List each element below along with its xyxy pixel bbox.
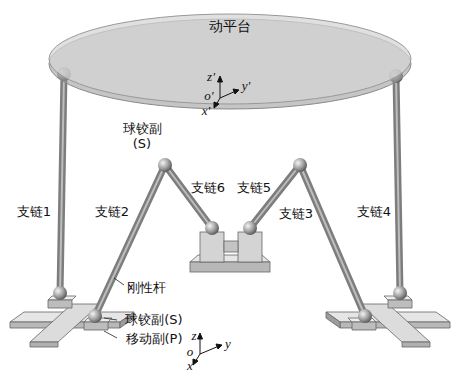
axis-label: y — [224, 337, 232, 352]
axis-label: y' — [241, 79, 252, 94]
rect-shape — [200, 232, 224, 262]
line-shape — [114, 278, 124, 285]
polygon-shape — [326, 312, 340, 328]
circle-shape — [293, 158, 307, 172]
circle-shape — [158, 158, 172, 172]
axis-label: x' — [201, 104, 212, 119]
polygon-shape — [216, 344, 222, 349]
chain-label: 支链3 — [278, 207, 314, 222]
line-shape — [200, 346, 219, 354]
right-base — [326, 296, 450, 347]
base-frame — [193, 333, 222, 365]
polygon-shape — [84, 322, 108, 330]
chain-label: 支链2 — [94, 205, 130, 220]
rect-shape — [238, 232, 262, 262]
circle-shape — [243, 221, 257, 235]
polygon-shape — [193, 359, 198, 365]
joint-label: 移动副(P) — [125, 332, 184, 347]
rect-shape — [190, 262, 270, 272]
line-shape — [104, 318, 117, 320]
line-shape — [165, 165, 212, 228]
polygon-shape — [30, 342, 58, 347]
line-shape — [165, 165, 212, 228]
axis-label: x — [186, 358, 194, 373]
joint-label: 球铰副(S) — [124, 313, 183, 328]
circle-shape — [393, 286, 407, 300]
rod-label: 刚性杆 — [126, 281, 167, 296]
circle-shape — [53, 286, 67, 300]
line-shape — [396, 76, 400, 293]
left-base — [10, 296, 134, 347]
moving-platform: 动平台 — [48, 13, 412, 113]
polygon-shape — [388, 300, 412, 308]
axis-label: o' — [203, 89, 214, 104]
platform-top — [49, 14, 411, 104]
chain-label: 支链6 — [190, 181, 226, 196]
polygon-shape — [198, 333, 203, 339]
polygon-shape — [48, 300, 72, 308]
circle-shape — [88, 309, 102, 323]
polygon-shape — [352, 322, 376, 330]
rigid-legs — [60, 74, 400, 316]
center-base — [190, 232, 270, 272]
platform-label: 动平台 — [209, 18, 251, 36]
line-shape — [60, 74, 64, 293]
leader-lines — [104, 278, 124, 338]
chain-label: 支链1 — [16, 205, 52, 220]
line-shape — [300, 165, 365, 316]
circle-shape — [358, 309, 372, 323]
rect-shape — [224, 241, 238, 252]
line-shape — [300, 165, 365, 316]
axis-label: z — [190, 329, 197, 344]
circle-shape — [205, 221, 219, 235]
line-shape — [396, 76, 400, 293]
line-shape — [60, 74, 64, 293]
line-shape — [104, 331, 117, 338]
joint-label: 球铰副 (S) — [118, 122, 166, 152]
axis-label: z' — [206, 70, 216, 85]
chain-label: 支链5 — [236, 181, 272, 196]
chain-label: 支链4 — [356, 205, 392, 220]
polygon-shape — [402, 342, 430, 347]
